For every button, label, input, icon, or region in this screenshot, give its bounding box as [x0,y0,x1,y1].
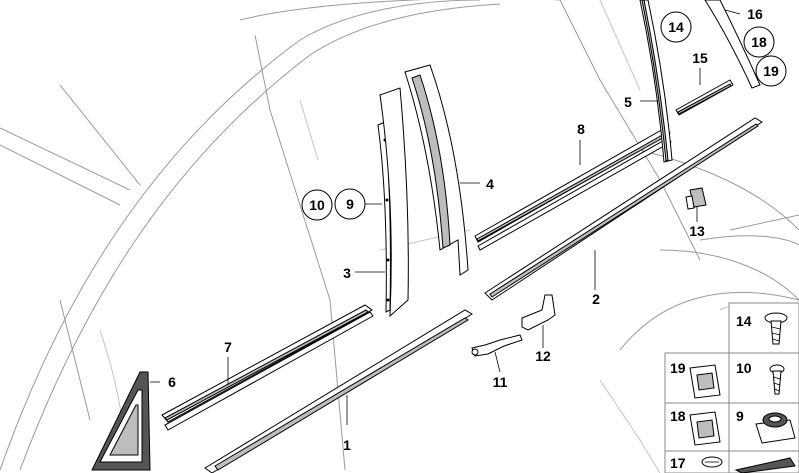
fastener-legend: 14 10 19 9 18 17 [664,302,799,473]
legend-label-18: 18 [670,408,686,424]
callout-ring-18 [743,26,775,58]
part-13-clip [685,187,707,210]
part-6-mirror-cover [91,371,151,471]
callout-ring-9 [334,188,366,220]
callout-ring-10 [301,189,333,221]
clip-19-icon [689,364,721,399]
legend-label-17: 17 [670,455,686,471]
legend-cell-10 [728,352,799,404]
part-12-clip [521,294,556,331]
part-2-window-trim [484,117,763,301]
part-11-bracket [471,334,523,357]
part-8-trim-strip [474,127,672,251]
callout-8: 8 [577,121,585,137]
legend-label-14: 14 [736,313,752,329]
legend-label-9: 9 [736,408,744,424]
legend-label-19: 19 [670,360,686,376]
screw-14-icon [764,312,788,345]
part-3-pillar-panel [379,87,409,318]
callout-11: 11 [493,374,508,390]
nut-9-icon [755,412,796,444]
callout-13: 13 [689,223,705,239]
callout-5: 5 [624,94,632,110]
leader-lines [150,9,741,425]
callout-6: 6 [168,374,176,390]
callout-15: 15 [692,50,708,66]
callout-10: 10 [309,197,325,213]
callout-16: 16 [747,6,763,22]
clip-18-icon [689,411,721,446]
legend-cell-14 [728,302,799,354]
part-7-trim-strip [161,304,374,431]
part-16-pillar-trim [704,0,761,89]
fastener-17-icon [701,456,723,468]
callout-19: 19 [763,63,779,79]
callout-ring-14 [660,11,692,43]
callout-3: 3 [343,265,351,281]
callout-4: 4 [486,176,494,192]
part-4-pillar-cover [404,64,469,276]
callout-1: 1 [343,437,351,453]
part-5-frame-pillar [639,0,673,163]
callout-9: 9 [346,196,354,212]
callout-2: 2 [592,291,600,307]
legend-label-10: 10 [736,360,752,376]
callout-12: 12 [535,348,551,364]
callout-labels: 1 2 3 4 5 6 7 8 9 10 11 12 13 14 15 16 1… [168,6,787,453]
part-1-sill-trim [204,309,473,473]
callout-14: 14 [668,19,684,35]
callout-ring-19 [755,55,787,87]
trim-piece-icon [734,457,796,473]
screw-10-icon [769,364,785,395]
part-15-small-strip [675,79,734,116]
callout-18: 18 [751,34,767,50]
callout-7: 7 [224,339,232,355]
